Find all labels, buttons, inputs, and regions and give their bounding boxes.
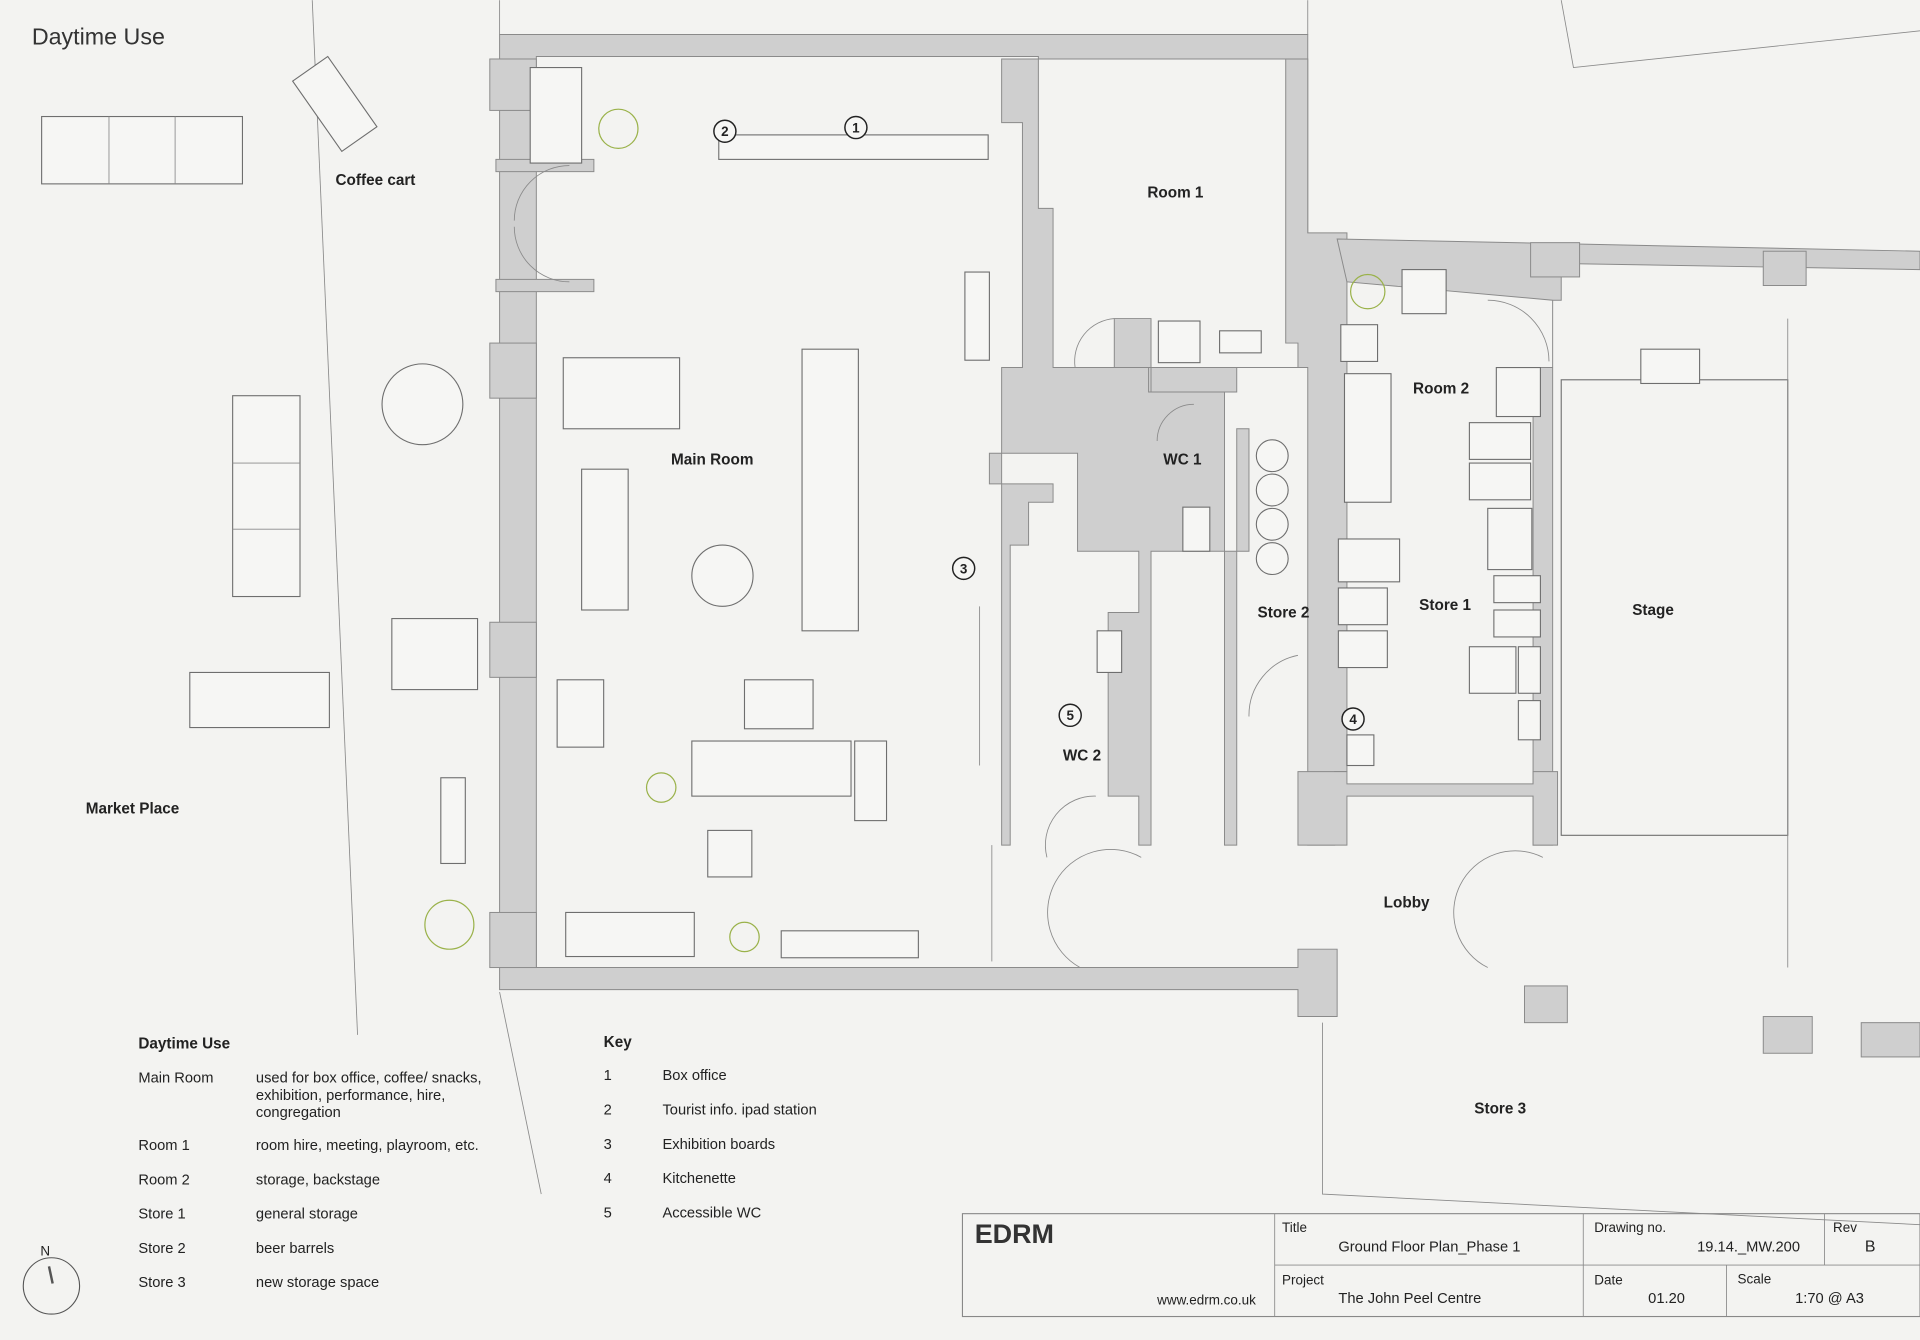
- svg-text:Ground Floor Plan_Phase 1: Ground Floor Plan_Phase 1: [1338, 1240, 1520, 1256]
- svg-text:Store 2: Store 2: [138, 1241, 185, 1257]
- svg-text:3: 3: [960, 561, 967, 576]
- label-store-1: Store 1: [1419, 597, 1471, 614]
- svg-text:1: 1: [604, 1068, 612, 1084]
- svg-text:Daytime Use: Daytime Use: [138, 1035, 230, 1052]
- svg-text:beer barrels: beer barrels: [256, 1241, 334, 1257]
- svg-text:congregation: congregation: [256, 1105, 341, 1121]
- svg-text:exhibition, performance, hire,: exhibition, performance, hire,: [256, 1088, 445, 1104]
- label-coffee-cart: Coffee cart: [336, 172, 416, 189]
- daytime-use-legend: Daytime Use Main Room used for box offic…: [138, 1035, 481, 1291]
- svg-text:B: B: [1865, 1239, 1876, 1256]
- svg-text:Store 1: Store 1: [138, 1207, 185, 1223]
- walls: [489, 33, 1920, 1058]
- svg-text:Date: Date: [1594, 1273, 1622, 1288]
- label-store-2: Store 2: [1258, 604, 1310, 621]
- svg-text:19.14._MW.200: 19.14._MW.200: [1697, 1240, 1800, 1256]
- svg-text:4: 4: [1349, 712, 1357, 727]
- svg-text:Room 1: Room 1: [138, 1138, 189, 1154]
- svg-text:4: 4: [604, 1171, 612, 1187]
- svg-text:01.20: 01.20: [1648, 1291, 1685, 1307]
- svg-text:5: 5: [604, 1205, 612, 1221]
- svg-text:Title: Title: [1282, 1220, 1307, 1235]
- page-title: Daytime Use: [32, 23, 165, 49]
- label-main-room: Main Room: [671, 451, 753, 468]
- label-stage: Stage: [1632, 602, 1674, 619]
- marker-5: 5: [1058, 703, 1082, 728]
- svg-text:2: 2: [604, 1102, 612, 1118]
- svg-text:storage, backstage: storage, backstage: [256, 1172, 380, 1188]
- street-lines: [311, 0, 1920, 1226]
- svg-text:Main Room: Main Room: [138, 1071, 213, 1087]
- svg-text:1: 1: [852, 120, 860, 135]
- label-wc-1: WC 1: [1163, 451, 1202, 468]
- marker-4: 4: [1341, 707, 1365, 731]
- furniture: [41, 55, 1550, 968]
- svg-text:The John Peel Centre: The John Peel Centre: [1338, 1291, 1481, 1307]
- company-logo: EDRM: [975, 1219, 1054, 1249]
- label-room-2: Room 2: [1413, 380, 1469, 397]
- room-labels: Coffee cart Market Place Main Room Room …: [86, 172, 1674, 1117]
- label-store-3: Store 3: [1474, 1100, 1526, 1117]
- svg-text:Tourist info. ipad station: Tourist info. ipad station: [662, 1102, 816, 1118]
- key-legend: Key 1 Box office 2 Tourist info. ipad stat…: [604, 1034, 817, 1221]
- svg-text:5: 5: [1066, 708, 1074, 723]
- label-lobby: Lobby: [1384, 895, 1430, 912]
- marker-3: 3: [951, 556, 976, 581]
- stage-area: [1560, 318, 1789, 968]
- marker-2: 2: [713, 119, 737, 143]
- svg-text:Drawing no.: Drawing no.: [1594, 1220, 1666, 1235]
- svg-text:Rev: Rev: [1833, 1220, 1857, 1235]
- svg-text:room hire, meeting, playroom,: room hire, meeting, playroom, etc.: [256, 1138, 479, 1154]
- svg-text:Key: Key: [604, 1034, 633, 1051]
- svg-text:general storage: general storage: [256, 1207, 358, 1223]
- svg-text:new storage space: new storage space: [256, 1275, 379, 1291]
- svg-text:3: 3: [604, 1137, 612, 1153]
- website-link[interactable]: www.edrm.co.uk: [1156, 1292, 1256, 1307]
- svg-text:Project: Project: [1282, 1273, 1324, 1288]
- svg-text:Store 3: Store 3: [138, 1275, 185, 1291]
- label-market-place: Market Place: [86, 800, 180, 817]
- svg-text:N: N: [40, 1243, 50, 1258]
- label-wc-2: WC 2: [1063, 748, 1101, 765]
- svg-text:Exhibition boards: Exhibition boards: [662, 1137, 775, 1153]
- svg-text:used for box office, coffee/ s: used for box office, coffee/ snacks,: [256, 1071, 482, 1087]
- svg-text:Scale: Scale: [1738, 1271, 1772, 1286]
- title-block: EDRM www.edrm.co.uk Title Ground Floor P…: [961, 1213, 1920, 1318]
- svg-text:1:70 @ A3: 1:70 @ A3: [1795, 1291, 1864, 1307]
- svg-text:Accessible WC: Accessible WC: [662, 1205, 761, 1221]
- north-arrow-icon: N: [22, 1243, 81, 1315]
- svg-text:Room 2: Room 2: [138, 1172, 189, 1188]
- key-markers: 1 2 3 4 5: [713, 115, 1365, 731]
- svg-text:Kitchenette: Kitchenette: [662, 1171, 736, 1187]
- marker-1: 1: [844, 115, 868, 140]
- svg-text:Box office: Box office: [662, 1068, 726, 1084]
- svg-text:2: 2: [721, 124, 728, 139]
- label-room-1: Room 1: [1147, 184, 1204, 201]
